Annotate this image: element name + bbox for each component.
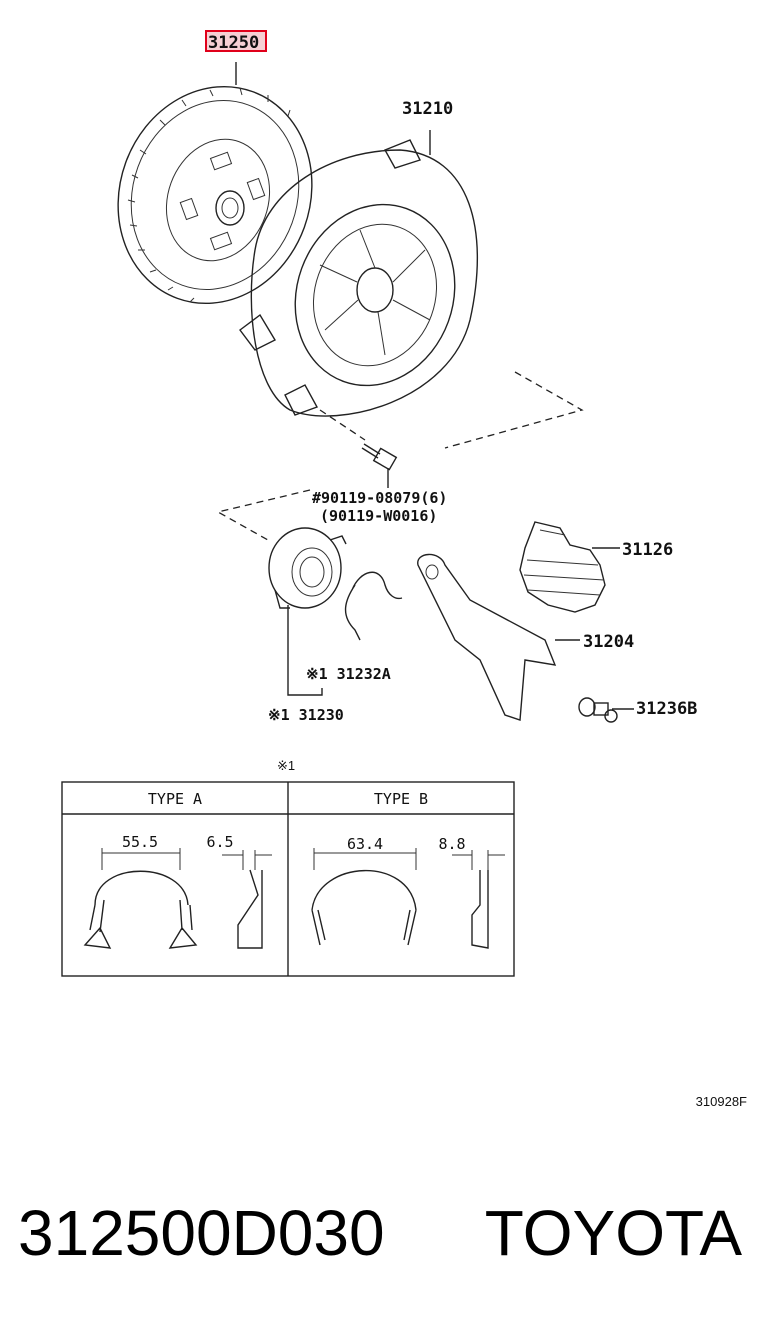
footer-brand: TOYOTA [485, 1197, 743, 1269]
label-bolt-alternate: (90119-W0016) [320, 507, 437, 525]
type-b-clip-drawing [311, 848, 505, 949]
type-a-width: 55.5 [122, 833, 158, 851]
drawing-code: 310928F [696, 1094, 747, 1109]
type-a-clip-drawing [83, 848, 272, 949]
boot-drawing [519, 521, 620, 613]
callout-31250: 31250 [205, 30, 267, 53]
types-table: TYPE A TYPE B 55.5 6.5 63.4 8.8 [61, 781, 515, 977]
footer-part-number: 312500D030 [18, 1197, 385, 1269]
clutch-cover-drawing [239, 130, 479, 417]
release-bearing-drawing [268, 527, 347, 696]
label-31250: 31250 [208, 33, 259, 53]
type-b-header: TYPE B [374, 790, 428, 808]
release-fork-drawing [417, 553, 580, 721]
highlight-box [206, 31, 266, 51]
hub-clip-drawing [344, 571, 403, 641]
label-31126: 31126 [622, 540, 673, 560]
highlight-border [205, 30, 267, 52]
label-31236b: 31236B [636, 699, 697, 719]
label-31232a: ※1 31232A [306, 665, 391, 683]
pivot-drawing [578, 697, 634, 723]
clutch-disc-drawing [117, 62, 313, 305]
type-b-thickness: 8.8 [438, 835, 465, 853]
label-31204: 31204 [583, 632, 634, 652]
type-b-width: 63.4 [347, 835, 383, 853]
bolt-drawing [361, 443, 398, 488]
assembly-line-upper [444, 371, 584, 449]
label-bolt-primary: #90119-08079(6) [312, 489, 447, 507]
assembly-line-lower [216, 489, 311, 541]
label-31230: ※1 31230 [268, 706, 344, 724]
note-marker: ※1 [277, 758, 295, 773]
label-31210: 31210 [402, 99, 453, 119]
assembly-line-bolt [319, 409, 366, 441]
type-a-thickness: 6.5 [206, 833, 233, 851]
type-a-header: TYPE A [148, 790, 202, 808]
